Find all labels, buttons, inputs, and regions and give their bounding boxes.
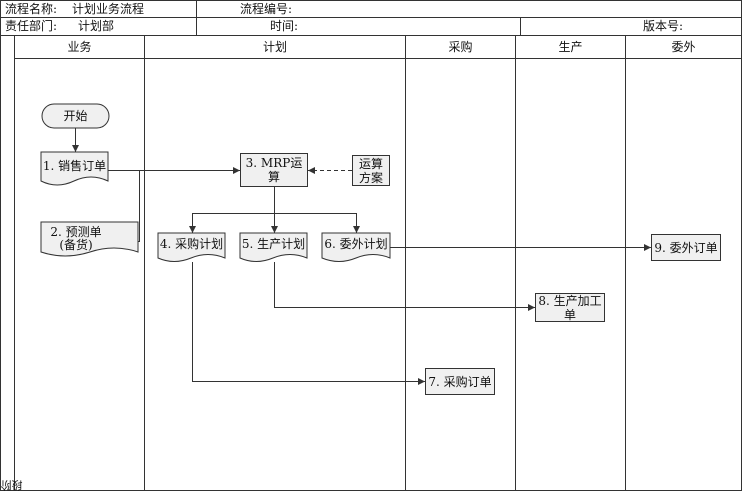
- lane-header-purchasing: 采购: [448, 40, 473, 54]
- production-order-line2: 单: [563, 307, 576, 322]
- production-plan-node: 5. 生产计划: [241, 237, 306, 251]
- lane-header-outsourcing: 委外: [671, 40, 696, 54]
- lane-header-production: 生产: [558, 40, 583, 54]
- calc-plan-node: 运算 方案: [352, 155, 390, 186]
- process-name-label: 流程名称:: [5, 2, 58, 16]
- lane-header-planning: 计划: [262, 40, 287, 54]
- purchase-plan-node: 4. 采购计划: [159, 237, 224, 251]
- stage-side-label: 阶段: [0, 480, 24, 491]
- mrp-node: 3. MRP运算: [240, 153, 308, 187]
- forecast-doc-shape: [40, 221, 139, 257]
- outsource-plan-node: 6. 委外计划: [324, 237, 388, 251]
- forecast-node-line1: 2. 预测单: [50, 225, 102, 239]
- version-label: 版本号:: [643, 19, 684, 33]
- outsource-plan-doc-shape: [321, 232, 391, 262]
- production-order-line1: 8. 生产加工: [538, 293, 602, 308]
- lane-header-business: 业务: [67, 40, 92, 54]
- department-label: 责任部门:: [5, 19, 58, 33]
- process-number-label: 流程编号:: [240, 2, 293, 16]
- forecast-node-line2: (备货): [59, 238, 93, 252]
- outsource-order-node: 9. 委外订单: [651, 234, 721, 261]
- production-order-node: 8. 生产加工 单: [535, 293, 605, 322]
- production-plan-doc-shape: [239, 232, 308, 262]
- connectors: [72, 128, 651, 385]
- purchase-plan-doc-shape: [157, 232, 226, 262]
- sales-order-doc-shape: [40, 151, 109, 186]
- department-value: 计划部: [78, 19, 115, 33]
- process-name-value: 计划业务流程: [72, 2, 145, 16]
- sales-order-node: 1. 销售订单: [42, 159, 107, 173]
- calc-plan-line1: 运算: [358, 156, 383, 171]
- calc-plan-line2: 方案: [358, 170, 383, 185]
- time-label: 时间:: [270, 19, 299, 33]
- purchase-order-node: 7. 采购订单: [425, 368, 495, 395]
- start-node: 开始: [63, 109, 88, 123]
